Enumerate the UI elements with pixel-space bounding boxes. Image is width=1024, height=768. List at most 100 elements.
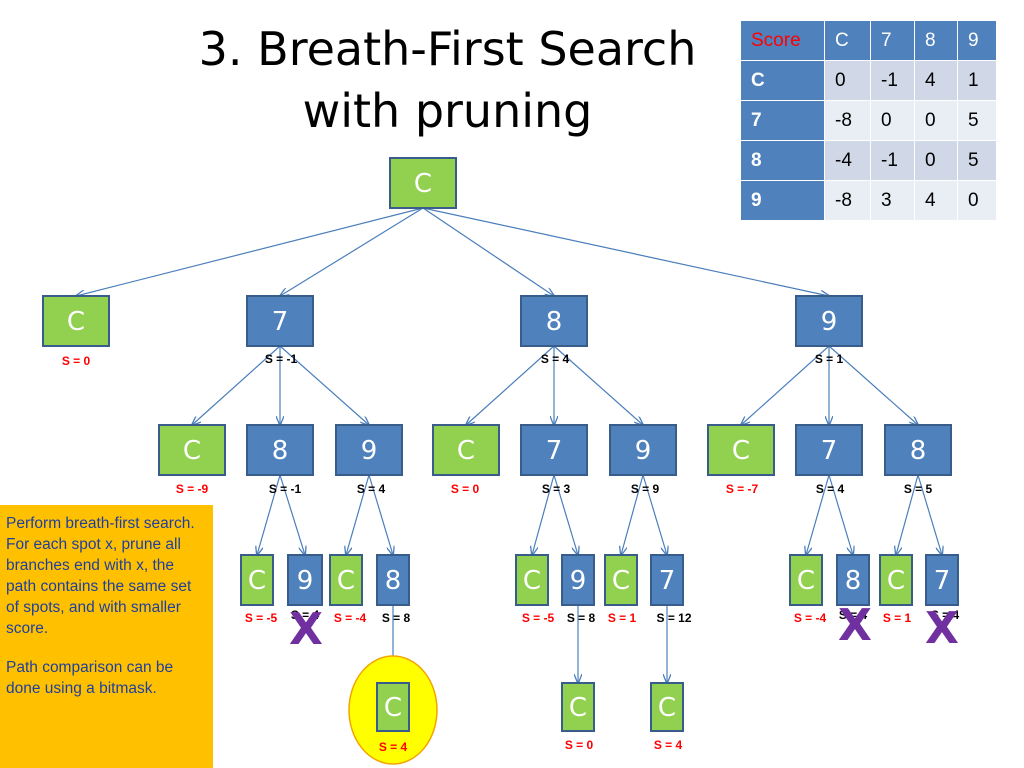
tree-edge [828, 474, 853, 555]
tree-node-l3e: C [515, 554, 549, 606]
tree-edge [192, 345, 281, 425]
node-score-label: S = 1 [815, 352, 844, 366]
tree-node-l2e: 7 [520, 424, 588, 476]
score-table-row: C 0 -1 4 1 [740, 60, 997, 101]
title-line-2: with pruning [302, 84, 593, 138]
tree-edge [917, 474, 942, 555]
node-box [520, 424, 588, 476]
node-score-label: S = 1 [608, 611, 637, 625]
score-table: Score C 7 8 9 C 0 -1 4 1 7 -8 0 0 5 8 -4… [740, 20, 997, 221]
node-label: C [569, 693, 587, 723]
tree-edge [553, 474, 578, 555]
explanation-note: Perform breath-first search. For each sp… [0, 505, 213, 768]
note-paragraph-2: Path comparison can be done using a bitm… [6, 659, 174, 697]
node-label: C [612, 566, 630, 596]
tree-edge [642, 474, 667, 555]
tree-edge [279, 474, 305, 555]
score-table-col-header: 8 [914, 20, 958, 61]
tree-node-root: C [389, 157, 457, 209]
score-table-cell: -1 [870, 60, 915, 101]
score-table-cell: 3 [870, 180, 915, 221]
tree-node-l2b: 8 [246, 424, 314, 476]
tree-node-l2d: C [432, 424, 500, 476]
tree-edge [422, 207, 554, 296]
node-box [650, 682, 684, 732]
node-score-label: S = -1 [265, 352, 298, 366]
tree-edge [279, 345, 369, 425]
score-table-cell: 4 [914, 60, 958, 101]
node-label: 9 [635, 436, 652, 466]
score-table-row-header: 7 [740, 100, 825, 141]
node-label: 8 [910, 436, 927, 466]
tree-node-l3a: C [240, 554, 274, 606]
node-label: 7 [659, 566, 676, 596]
node-label: 8 [272, 436, 289, 466]
node-label: 9 [570, 566, 587, 596]
node-label: 8 [546, 307, 563, 337]
node-score-label: S = -5 [522, 611, 555, 625]
node-label: C [67, 307, 85, 337]
node-score-label: S = 1 [883, 611, 912, 625]
tree-node-l1c: 8 [520, 295, 588, 347]
node-box [836, 554, 870, 606]
node-box [604, 554, 638, 606]
tree-edge [76, 207, 424, 296]
score-table-row-header: 9 [740, 180, 825, 221]
node-label: 8 [385, 566, 402, 596]
node-box [335, 424, 403, 476]
score-table-cell: 5 [957, 100, 997, 141]
node-score-label: S = -4 [334, 611, 367, 625]
node-label: C [384, 693, 402, 723]
node-box [609, 424, 677, 476]
tree-node-l2g: C [707, 424, 775, 476]
node-box [158, 424, 226, 476]
note-paragraph-1: Perform breath-first search. For each sp… [6, 515, 195, 637]
title-line-1: 3. Breath-First Search [198, 22, 697, 76]
tree-node-l3f: 9 [561, 554, 595, 606]
node-box [42, 295, 110, 347]
node-label: 7 [546, 436, 563, 466]
score-table-cell: 0 [824, 60, 871, 101]
node-score-label: S = 0 [451, 482, 480, 496]
node-label: C [887, 566, 905, 596]
node-label: 7 [821, 436, 838, 466]
node-box [287, 554, 323, 606]
node-score-label: S = 4 [654, 738, 683, 752]
tree-node-l4c: C [650, 682, 684, 732]
node-score-label: S = 8 [567, 611, 596, 625]
tree-node-l3d: 8 [376, 554, 410, 606]
node-box [246, 295, 314, 347]
node-score-label: S = 4 [357, 482, 386, 496]
tree-node-l2h: 7 [795, 424, 863, 476]
node-label: 9 [821, 307, 838, 337]
node-box [879, 554, 913, 606]
node-label: C [183, 436, 201, 466]
tree-edge [368, 474, 393, 555]
tree-edge [280, 207, 424, 296]
node-box [240, 554, 274, 606]
node-box [925, 554, 959, 606]
node-label: C [457, 436, 475, 466]
tree-edge [806, 474, 830, 555]
tree-edge [828, 345, 918, 425]
tree-node-l3b: 9 [287, 554, 323, 606]
node-score-label: S = 4 [816, 482, 845, 496]
score-table-header-row: Score C 7 8 9 [740, 20, 997, 61]
score-table-cell: -8 [824, 180, 871, 221]
tree-edge [621, 474, 644, 555]
tree-node-l4b: C [561, 682, 595, 732]
tree-node-l1b: 7 [246, 295, 314, 347]
tree-node-l1d: 9 [795, 295, 863, 347]
node-label: C [337, 566, 355, 596]
node-label: C [732, 436, 750, 466]
node-label: 9 [361, 436, 378, 466]
score-table-col-header: 7 [870, 20, 915, 61]
node-box [246, 424, 314, 476]
node-score-label: S = 3 [542, 482, 571, 496]
node-score-label: S = 8 [382, 611, 411, 625]
tree-node-l3i: C [789, 554, 823, 606]
tree-node-l3h: 7 [650, 554, 684, 606]
node-box [789, 554, 823, 606]
prune-x-mark: X [289, 604, 323, 655]
